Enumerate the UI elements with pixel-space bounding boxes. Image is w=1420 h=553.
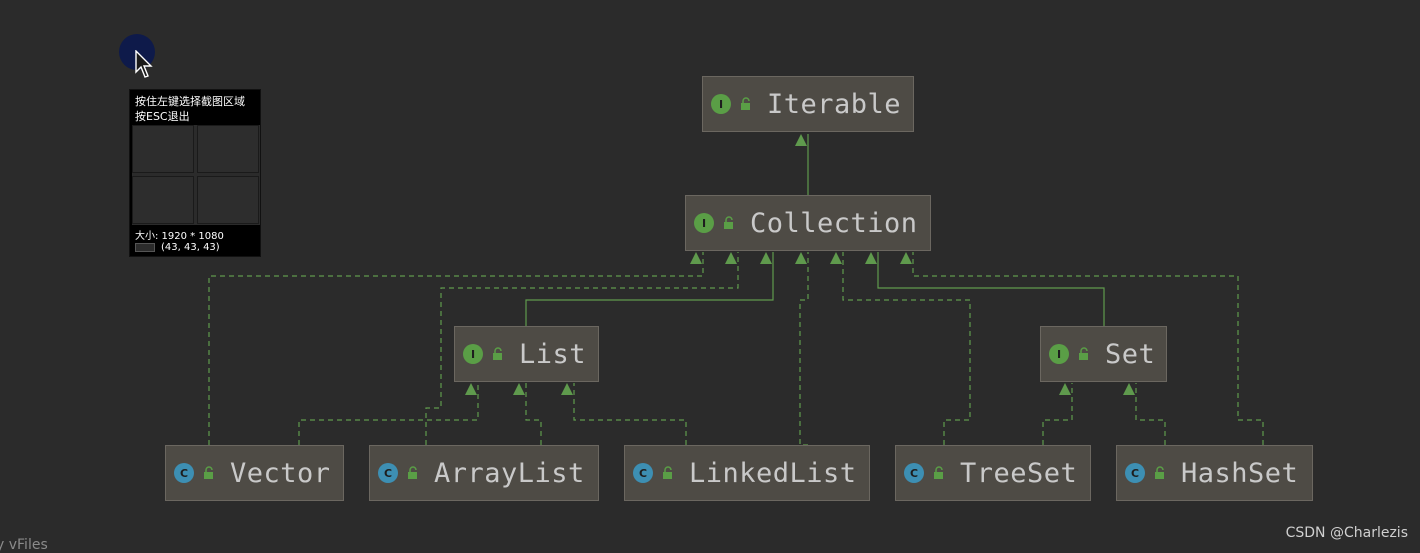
edge-set-collection: [865, 252, 1105, 326]
edge-treeset-set: [1042, 383, 1073, 445]
node-label: HashSet: [1181, 457, 1299, 489]
unlocked-icon: [724, 216, 733, 229]
unlocked-icon: [408, 466, 417, 479]
watermark: CSDN @Charlezis: [1285, 525, 1408, 541]
node-treeset[interactable]: C TreeSet: [895, 445, 1091, 501]
edge-arraylist-collection: [425, 252, 739, 445]
node-label: Set: [1105, 338, 1156, 370]
class-icon: C: [904, 463, 924, 483]
unlocked-icon: [741, 97, 750, 110]
color-swatch: [135, 243, 155, 252]
unlocked-icon: [934, 466, 943, 479]
unlocked-icon: [493, 347, 502, 360]
edge-linkedlist-list: [561, 383, 687, 445]
edge-hashset-collection: [900, 252, 1264, 445]
edge-arraylist-list: [513, 383, 542, 445]
edge-vector-list: [298, 383, 479, 445]
node-iterable[interactable]: I Iterable: [702, 76, 914, 132]
edge-treeset-collection: [830, 252, 971, 445]
snip-size-readout: 大小: 1920 * 1080: [135, 231, 224, 242]
class-icon: C: [174, 463, 194, 483]
class-icon: C: [633, 463, 653, 483]
node-linkedlist[interactable]: C LinkedList: [624, 445, 870, 501]
snip-instruction: 按住左键选择截图区域: [135, 95, 245, 108]
mouse-pointer-icon: [135, 50, 153, 78]
node-label: List: [519, 338, 587, 370]
class-icon: C: [1125, 463, 1145, 483]
edge-list-collection: [525, 252, 774, 326]
edge-linkedlist-collection: [795, 252, 809, 446]
node-vector[interactable]: C Vector: [165, 445, 344, 501]
node-label: LinkedList: [689, 457, 857, 489]
interface-icon: I: [463, 344, 483, 364]
node-label: Vector: [230, 457, 331, 489]
node-hashset[interactable]: C HashSet: [1116, 445, 1313, 501]
node-set[interactable]: I Set: [1040, 326, 1167, 382]
edge-vector-collection: [208, 252, 704, 445]
snip-esc-hint: 按ESC退出: [135, 110, 190, 123]
unlocked-icon: [1155, 466, 1164, 479]
unlocked-icon: [663, 466, 672, 479]
magnifier-preview: [132, 125, 260, 225]
interface-icon: I: [711, 94, 731, 114]
interface-icon: I: [1049, 344, 1069, 364]
node-list[interactable]: I List: [454, 326, 599, 382]
node-label: Iterable: [767, 88, 902, 120]
cut-off-label: y vFiles: [0, 537, 48, 553]
edge-hashset-set: [1123, 383, 1166, 445]
unlocked-icon: [1079, 347, 1088, 360]
node-label: TreeSet: [960, 457, 1078, 489]
node-label: Collection: [750, 207, 918, 239]
unlocked-icon: [204, 466, 213, 479]
node-label: ArrayList: [434, 457, 585, 489]
screenshot-tool-magnifier: 按住左键选择截图区域 按ESC退出 大小: 1920 * 1080 (43, 4…: [129, 89, 261, 257]
interface-icon: I: [694, 213, 714, 233]
class-icon: C: [378, 463, 398, 483]
snip-rgb-text: (43, 43, 43): [161, 242, 220, 253]
node-arraylist[interactable]: C ArrayList: [369, 445, 599, 501]
snip-color-readout: (43, 43, 43): [135, 242, 220, 253]
node-collection[interactable]: I Collection: [685, 195, 931, 251]
